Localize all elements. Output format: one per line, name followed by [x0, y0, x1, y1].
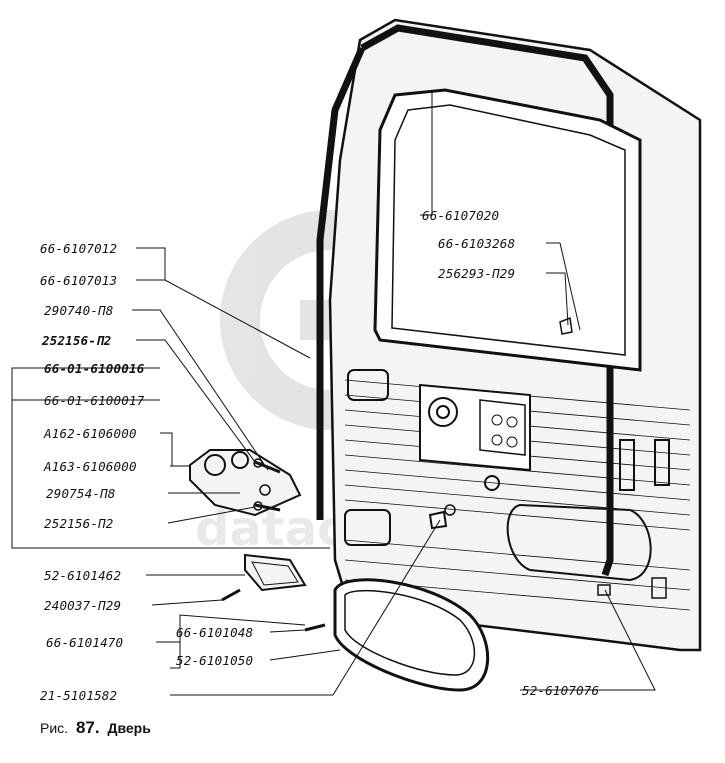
- caption-number: 87.: [75, 718, 100, 737]
- caption-title: Дверь: [107, 720, 151, 736]
- leader-lines: [11, 90, 656, 696]
- label-66-6107020: 66-6107020: [422, 208, 499, 223]
- label-252156-p2-bottom: 252156-П2: [44, 516, 114, 531]
- label-52-6101050: 52-6101050: [176, 653, 253, 668]
- label-66-6103268: 66-6103268: [438, 236, 515, 251]
- label-240037-p29: 240037-П29: [44, 598, 121, 613]
- label-21-5101582: 21-5101582: [40, 688, 117, 703]
- label-a163-6106000: А163-6106000: [43, 459, 137, 474]
- label-290754-p8: 290754-П8: [46, 486, 116, 501]
- label-a162-6106000: А162-6106000: [43, 426, 137, 441]
- label-52-6101462: 52-6101462: [44, 568, 121, 583]
- part-labels: 66-6107012 66-6107013 290740-П8 252156-П…: [40, 208, 599, 703]
- loose-parts: [189, 449, 490, 692]
- label-256293-p29: 256293-П29: [438, 266, 515, 281]
- figure-caption: Рис. 87. Дверь: [40, 718, 151, 738]
- door-panel: [316, 18, 702, 652]
- label-66-6101470: 66-6101470: [46, 635, 123, 650]
- caption-prefix: Рис.: [40, 720, 69, 736]
- label-66-01-6100016: 66-01-6100016: [44, 361, 145, 376]
- label-290740-p8: 290740-П8: [44, 303, 114, 318]
- label-66-01-6100017: 66-01-6100017: [44, 393, 145, 408]
- label-66-6107013: 66-6107013: [40, 273, 117, 288]
- label-252156-p2-top: 252156-П2: [41, 333, 112, 348]
- label-52-6107076: 52-6107076: [522, 683, 599, 698]
- label-66-6107012: 66-6107012: [40, 241, 117, 256]
- label-66-6101048: 66-6101048: [176, 625, 253, 640]
